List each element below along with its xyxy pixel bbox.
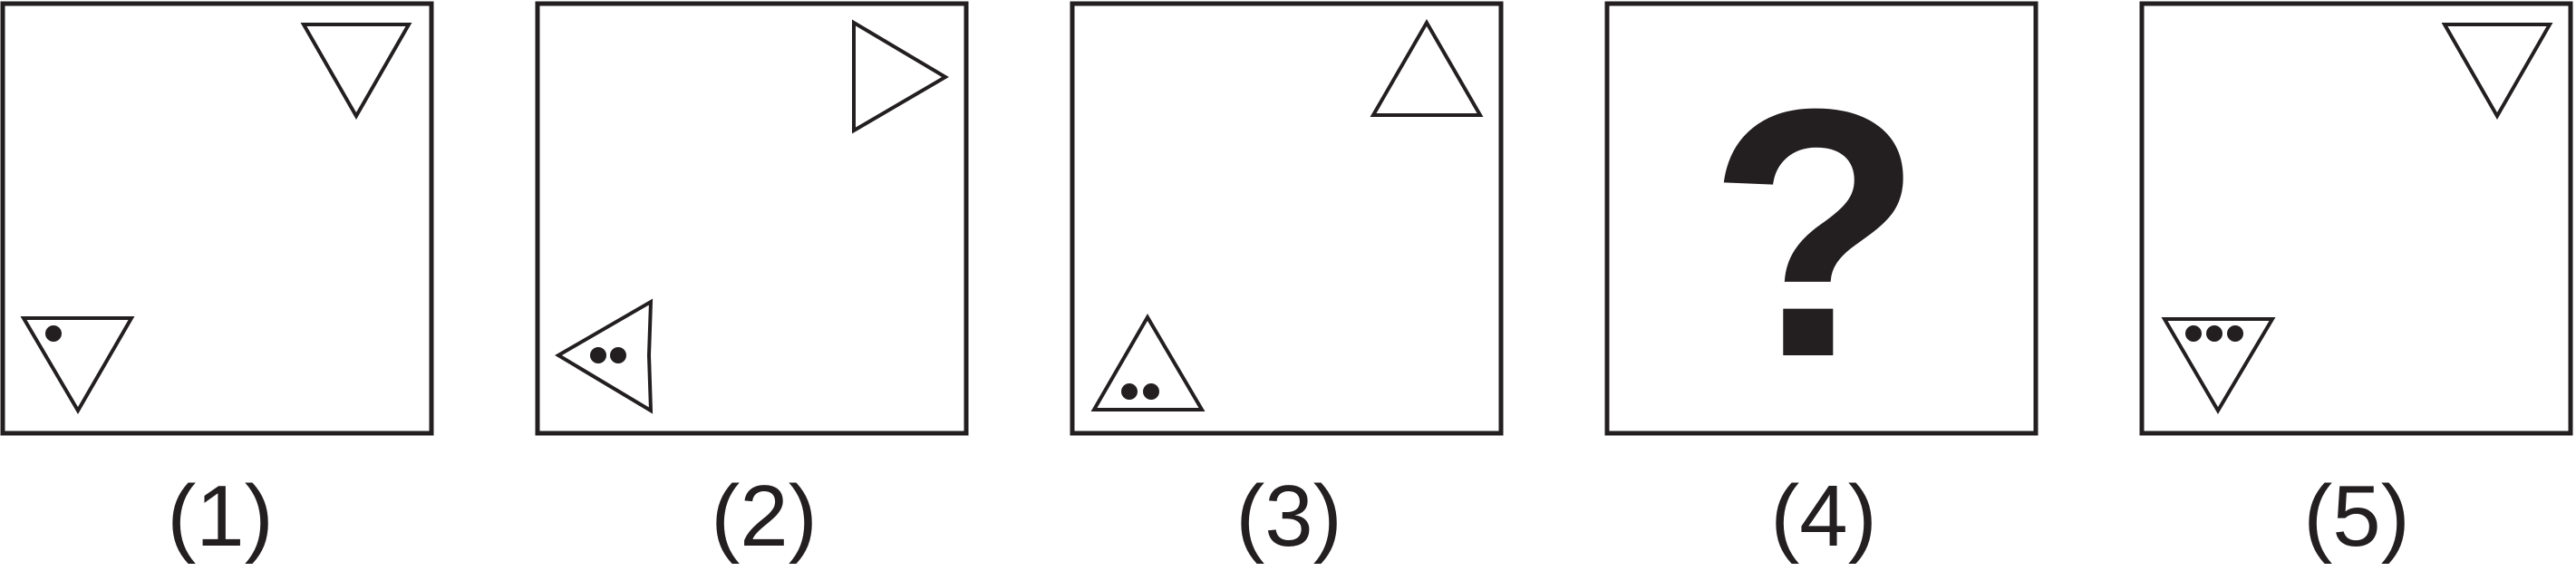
panel-3-bottom-left-triangle <box>1090 314 1206 411</box>
panel-1-bottom-left-triangle <box>20 316 135 414</box>
panel-5-dot-1 <box>2185 325 2202 342</box>
panel-3-dot-1 <box>1121 383 1138 400</box>
panel-5-dot-2 <box>2206 325 2223 342</box>
panel-2-dot-1 <box>590 347 606 363</box>
panel-2-top-right-triangle <box>852 19 949 134</box>
panel-1-label: (1) <box>167 468 273 565</box>
panel-5: (5) <box>2139 1 2573 565</box>
panel-1: (1) <box>0 1 434 565</box>
panel-2-dot-2 <box>610 347 626 363</box>
panel-1-frame <box>0 1 434 436</box>
panel-3-top-right-triangle <box>1370 19 1484 117</box>
panel-4-label: (4) <box>1770 468 1876 565</box>
panel-4: ? (4) <box>1604 1 2039 565</box>
panel-3: (3) <box>1070 1 1504 565</box>
panel-5-frame <box>2139 1 2573 436</box>
panel-5-label: (5) <box>2303 468 2409 565</box>
panel-4-frame <box>1604 1 2039 436</box>
panel-1-top-right-triangle <box>300 23 412 121</box>
panel-2-label: (2) <box>711 468 817 565</box>
panel-5-dot-3 <box>2227 325 2243 342</box>
panel-5-top-right-triangle <box>2441 23 2553 121</box>
panel-2: (2) <box>535 1 969 565</box>
panel-3-label: (3) <box>1235 468 1341 565</box>
panel-5-bottom-left-triangle <box>2161 317 2276 414</box>
panel-3-dot-2 <box>1143 383 1159 400</box>
panel-4-question-mark: ? <box>1708 35 1923 431</box>
panel-2-frame <box>535 1 969 436</box>
panel-2-bottom-left-triangle <box>555 298 654 414</box>
panel-1-dot <box>45 325 62 342</box>
panel-3-frame <box>1070 1 1504 436</box>
